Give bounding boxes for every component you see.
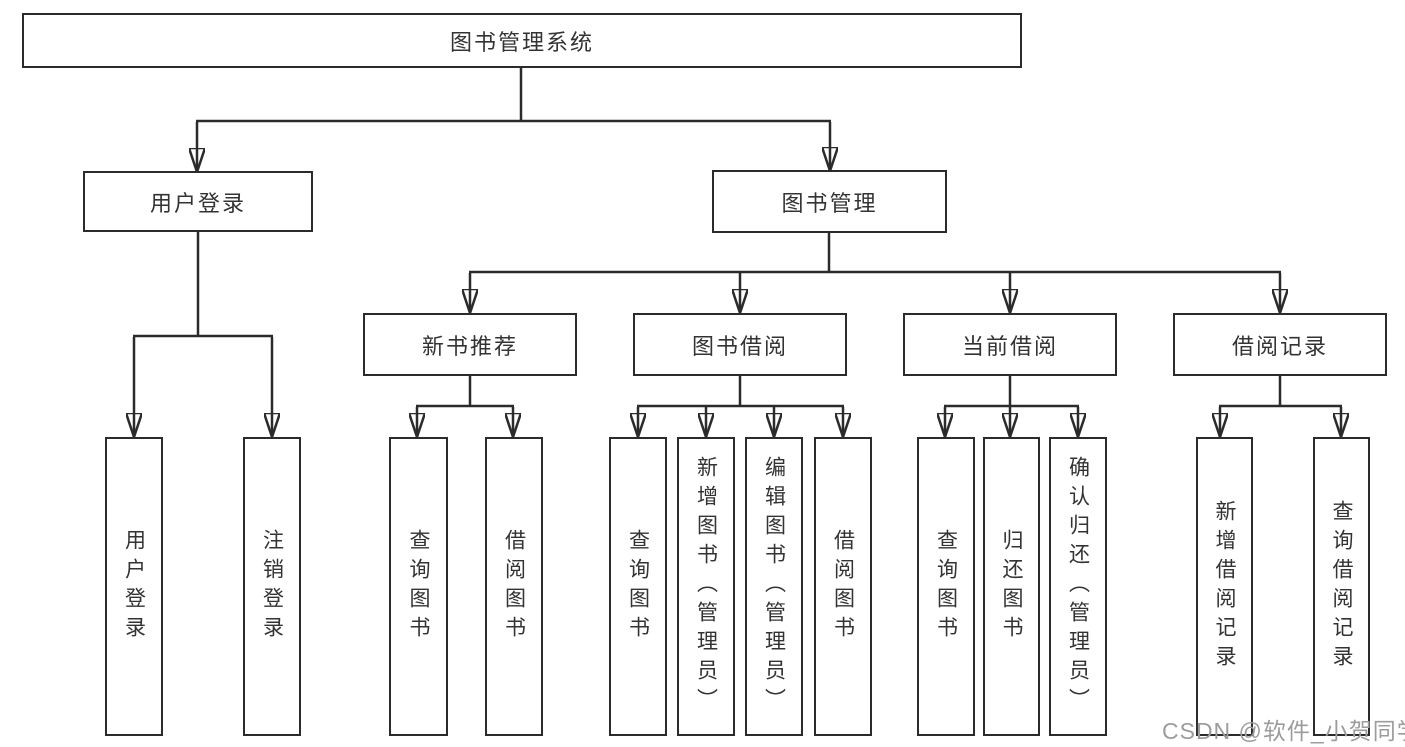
- leaf-logout: 注销登录: [243, 437, 301, 736]
- node-label: 借阅记录: [1231, 333, 1328, 359]
- edges-book-management: [469, 233, 1281, 312]
- node-root-system: 图书管理系统: [22, 13, 1022, 68]
- leaf-bb-edit-books-admin: 编辑图书（管理员）: [745, 437, 803, 736]
- node-user-login: 用户登录: [83, 171, 313, 232]
- node-borrowing-records: 借阅记录: [1173, 313, 1387, 376]
- node-label: 查询借阅记录: [1330, 499, 1354, 674]
- node-label: 查询图书: [407, 528, 431, 645]
- edges-new-book-recommend: [416, 376, 514, 436]
- node-label: 图书管理系统: [449, 29, 594, 55]
- edges-book-borrowing: [637, 376, 844, 436]
- leaf-cb-return-books: 归还图书: [983, 437, 1040, 736]
- node-current-borrowing: 当前借阅: [903, 313, 1117, 376]
- node-label: 图书管理: [781, 190, 878, 216]
- leaf-bb-borrow-books: 借阅图书: [814, 437, 872, 736]
- leaf-nbr-query-books: 查询图书: [389, 437, 448, 736]
- leaf-br-query-borrow-record: 查询借阅记录: [1313, 437, 1370, 736]
- leaf-br-add-borrow-record: 新增借阅记录: [1196, 437, 1253, 736]
- node-label: 图书借阅: [691, 333, 788, 359]
- leaf-cb-confirm-return-admin: 确认归还（管理员）: [1049, 437, 1107, 736]
- leaf-bb-query-books: 查询图书: [609, 437, 667, 736]
- leaf-cb-query-books: 查询图书: [917, 437, 975, 736]
- leaf-user-login: 用户登录: [105, 437, 163, 736]
- node-label: 注销登录: [260, 528, 284, 645]
- edges-user-login: [133, 232, 273, 436]
- edges-root: [196, 68, 831, 171]
- leaf-nbr-borrow-books: 借阅图书: [485, 437, 543, 736]
- node-label: 新增借阅记录: [1213, 499, 1237, 674]
- leaf-bb-add-books-admin: 新增图书（管理员）: [677, 437, 735, 736]
- node-label: 用户登录: [122, 528, 146, 645]
- node-label: 归还图书: [1000, 528, 1024, 645]
- node-label: 新书推荐: [421, 333, 518, 359]
- node-new-book-recommend: 新书推荐: [363, 313, 577, 376]
- node-label: 查询图书: [934, 528, 958, 645]
- node-label: 借阅图书: [831, 528, 855, 645]
- node-label: 确认归还（管理员）: [1066, 456, 1090, 717]
- node-label: 查询图书: [626, 528, 650, 645]
- node-label: 借阅图书: [502, 528, 526, 645]
- node-label: 编辑图书（管理员）: [762, 456, 786, 717]
- edges-borrowing-records: [1219, 376, 1342, 436]
- node-label: 当前借阅: [961, 333, 1058, 359]
- node-label: 新增图书（管理员）: [694, 456, 718, 717]
- node-book-management: 图书管理: [712, 170, 947, 233]
- node-label: 用户登录: [149, 190, 246, 216]
- csdn-watermark: CSDN @软件_小贺同学: [1162, 718, 1405, 744]
- node-book-borrowing: 图书借阅: [633, 313, 847, 376]
- edges-current-borrowing: [944, 376, 1079, 436]
